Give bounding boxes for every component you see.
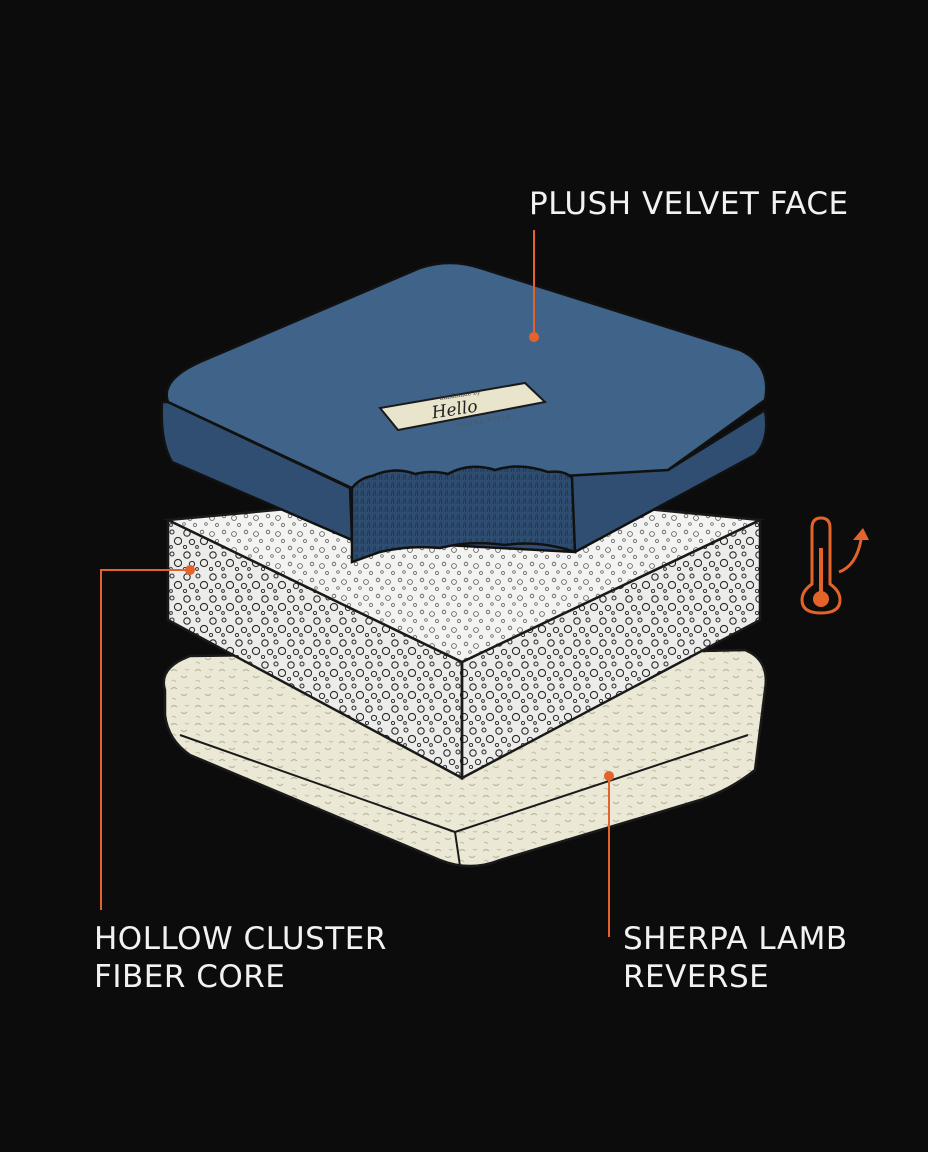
label-line: REVERSE	[623, 958, 848, 996]
label-line: PLUSH VELVET FACE	[529, 185, 849, 223]
label-sherpa-lamb-reverse: SHERPA LAMB REVERSE	[623, 920, 848, 996]
label-line: SHERPA LAMB	[623, 920, 848, 958]
label-hollow-cluster-fiber-core: HOLLOW CLUSTER FIBER CORE	[94, 920, 387, 996]
thermometer-icon	[802, 518, 840, 613]
curved-arrow-up-icon	[839, 528, 869, 572]
label-line: HOLLOW CLUSTER	[94, 920, 387, 958]
label-plush-velvet-face: PLUSH VELVET FACE	[529, 185, 849, 223]
label-line: FIBER CORE	[94, 958, 387, 996]
